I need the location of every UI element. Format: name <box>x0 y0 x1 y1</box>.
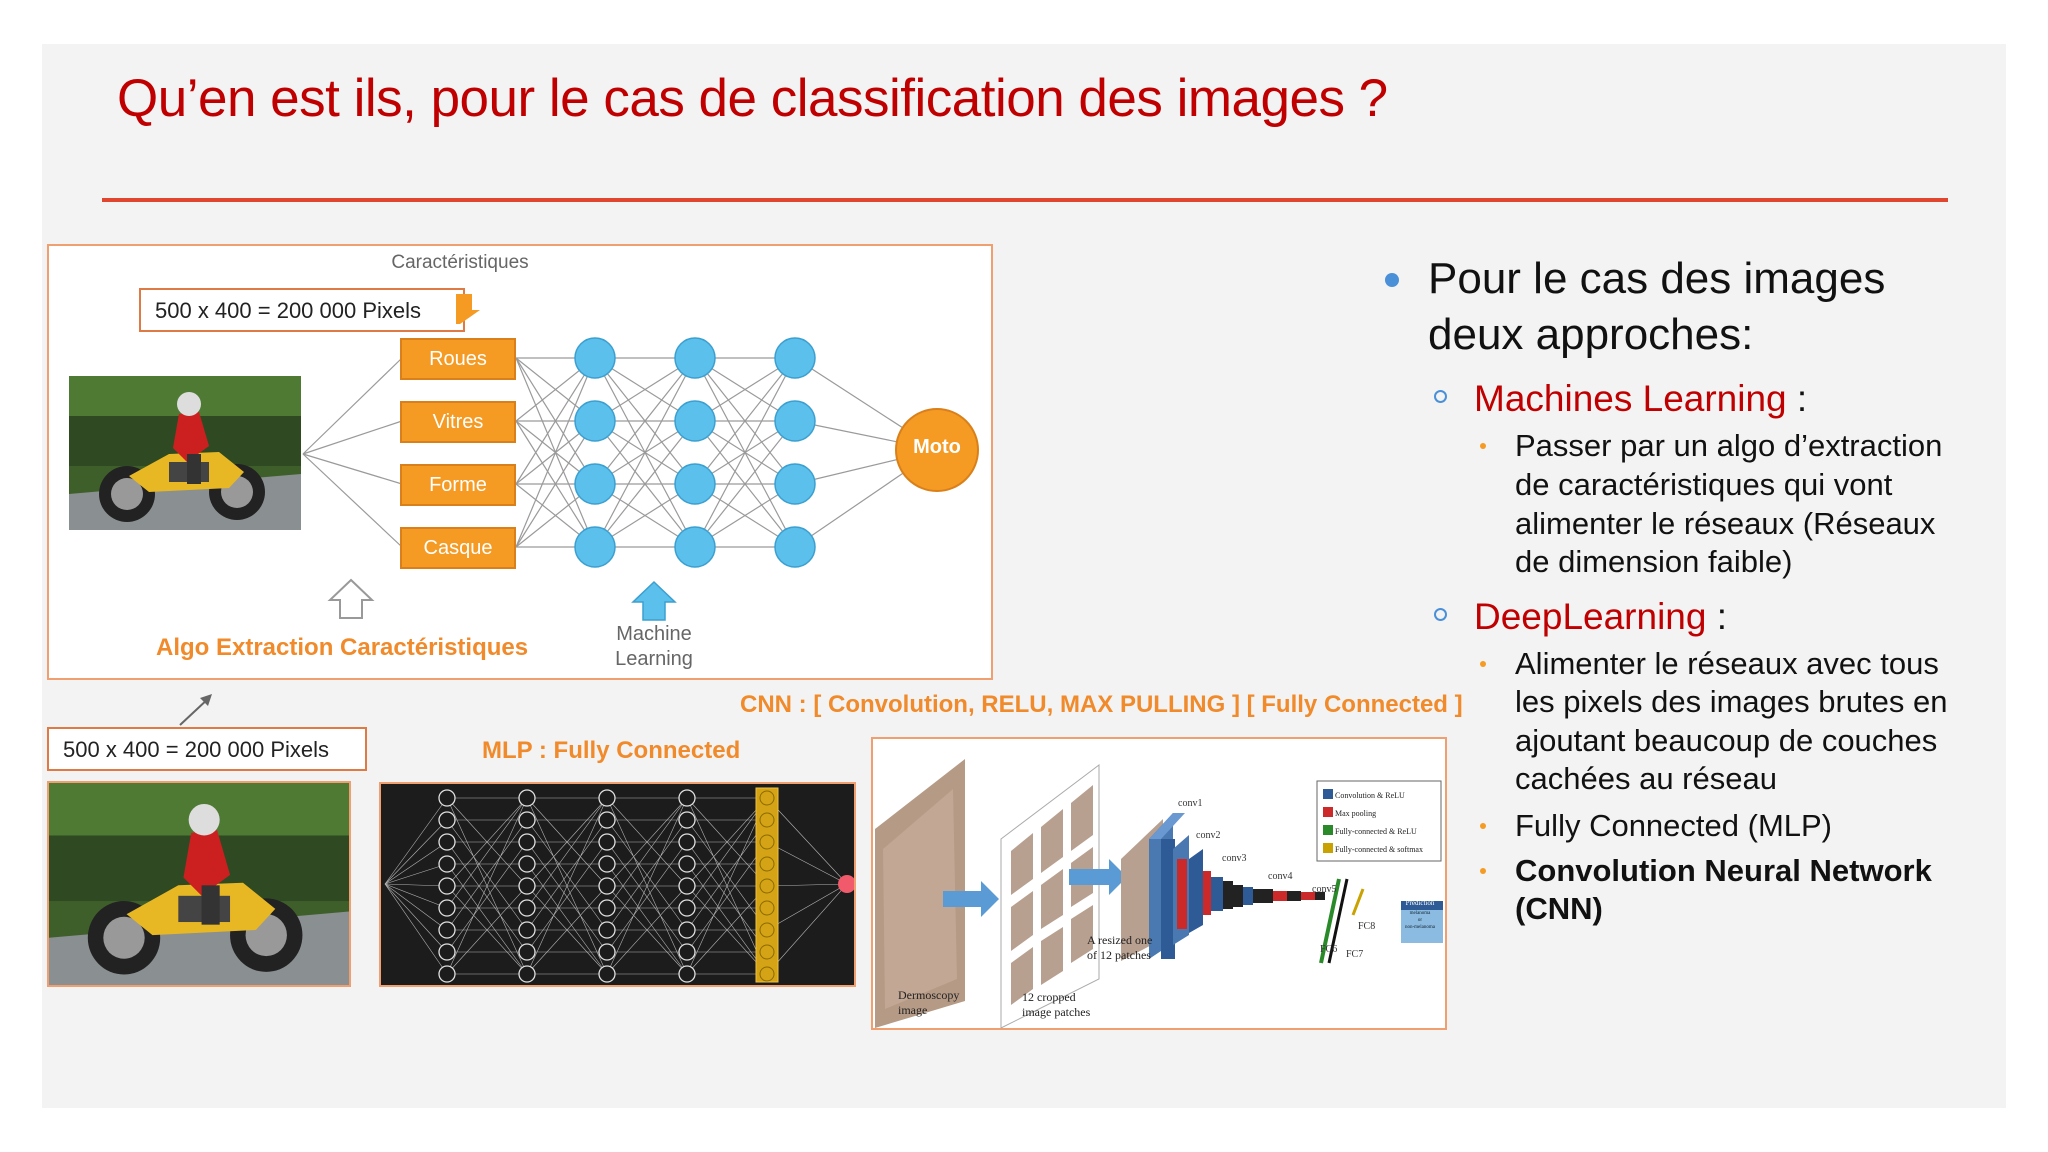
ml-title-line: Machines Learning : <box>1474 376 1807 422</box>
pixels-label-bottom: 500 x 400 = 200 000 Pixels <box>47 727 367 771</box>
item-cnn-line1: Convolution Neural Network <box>1515 853 1932 888</box>
neuron <box>774 526 816 568</box>
up-arrow-blue-icon <box>631 580 677 621</box>
item-cnn-line2: (CNN) <box>1515 891 1603 926</box>
ml-title: Machines Learning <box>1474 378 1787 419</box>
slide-title: Qu’en est ils, pour le cas de classifica… <box>117 69 1388 128</box>
prediction-title: Prediction <box>1405 899 1435 907</box>
bullet-level1-icon <box>1385 273 1399 287</box>
cropped-line1: 12 cropped <box>1022 990 1076 1004</box>
dl-colon: : <box>1706 596 1728 637</box>
item-mlp: Fully Connected (MLP) <box>1515 808 1833 843</box>
prediction-line1: melanoma <box>1409 911 1431 916</box>
ml-desc-2: de caractéristiques qui vont <box>1515 467 1893 502</box>
layer-conv4: conv4 <box>1268 871 1293 882</box>
feature-vitres: Vitres <box>400 401 516 443</box>
ml-desc-3: alimenter le réseaux (Réseaux <box>1515 506 1936 541</box>
motorcycle-photo-bottom <box>47 781 351 987</box>
neuron <box>574 400 616 442</box>
dl-title: DeepLearning <box>1474 596 1707 637</box>
neuron <box>674 526 716 568</box>
feature-roues: Roues <box>400 338 516 380</box>
layer-fc8: FC8 <box>1358 921 1376 932</box>
dl-title-line: DeepLearning : <box>1474 594 1727 640</box>
feature-forme: Forme <box>400 464 516 506</box>
prediction-output: melanoma or non-melanoma <box>1399 910 1441 931</box>
legend-max-pooling: Max pooling <box>1335 809 1377 818</box>
neuron <box>574 337 616 379</box>
neuron <box>774 400 816 442</box>
layer-conv5: conv5 <box>1312 884 1337 895</box>
layer-conv3: conv3 <box>1222 853 1247 864</box>
neuron <box>774 337 816 379</box>
motorcycle-photo <box>69 376 301 530</box>
dl-desc-1: Alimenter le réseaux avec tous <box>1515 646 1939 681</box>
dermoscopy-line1: Dermoscopy <box>898 988 960 1002</box>
heading-line2: deux approches: <box>1428 310 1754 359</box>
cnn-diagram <box>871 737 1447 1030</box>
heading-line1: Pour le cas des images <box>1428 254 1886 303</box>
extraction-label: Algo Extraction Caractéristiques <box>156 634 529 661</box>
dermoscopy-line2: image <box>898 1003 928 1017</box>
dl-desc-4: cachées au réseau <box>1515 761 1777 796</box>
resized-line1: A resized one <box>1087 933 1153 947</box>
bullet-level3-icon <box>1480 661 1486 667</box>
machine-learning-label: Machine Learning <box>596 622 712 672</box>
bullet-level3-icon <box>1480 868 1486 874</box>
neuron <box>574 526 616 568</box>
neuron <box>574 463 616 505</box>
cropped-caption: 12 cropped image patches <box>1022 990 1090 1020</box>
layer-conv1: conv1 <box>1178 798 1203 809</box>
ml-desc-4: de dimension faible) <box>1515 544 1793 579</box>
dl-desc-2: les pixels des images brutes en <box>1515 684 1948 719</box>
dl-desc-3: ajoutant beaucoup de couches <box>1515 723 1938 758</box>
mlp-label: MLP : Fully Connected <box>482 737 741 764</box>
mlp-diagram <box>379 782 856 987</box>
output-neuron <box>895 408 979 492</box>
legend-conv-relu: Convolution & ReLU <box>1335 791 1405 800</box>
neuron <box>774 463 816 505</box>
layer-fc6: FC6 <box>1320 944 1338 955</box>
layer-fc7: FC7 <box>1346 949 1364 960</box>
cropped-line2: image patches <box>1022 1005 1091 1019</box>
up-arrow-hollow-icon <box>327 578 375 619</box>
layer-conv2: conv2 <box>1196 830 1221 841</box>
features-label: Caractéristiques <box>391 252 529 273</box>
bullet-level3-icon <box>1480 443 1486 449</box>
cnn-label: CNN : [ Convolution, RELU, MAX PULLING ]… <box>740 691 1463 718</box>
machine-learning-line1: Machine <box>616 623 692 645</box>
legend-fc-relu: Fully-connected & ReLU <box>1335 827 1417 836</box>
title-underline <box>102 198 1948 202</box>
machine-learning-line2: Learning <box>615 648 693 670</box>
cnn-legend: Convolution & ReLU Max pooling Fully-con… <box>1335 787 1423 859</box>
prediction-line3: non-melanoma <box>1405 925 1435 930</box>
dermoscopy-caption: Dermoscopy image <box>898 988 959 1018</box>
bullet-level2-icon <box>1434 390 1447 403</box>
neuron <box>674 337 716 379</box>
resized-line2: of 12 patches <box>1087 948 1151 962</box>
bullet-level2-icon <box>1434 608 1447 621</box>
pixels-label-top: 500 x 400 = 200 000 Pixels <box>139 288 465 332</box>
resized-caption: A resized one of 12 patches <box>1087 933 1152 963</box>
prediction-line2: or <box>1417 918 1423 923</box>
ml-colon: : <box>1786 378 1808 419</box>
ml-desc-1: Passer par un algo d’extraction <box>1515 428 1943 463</box>
feature-casque: Casque <box>400 527 516 569</box>
neuron <box>674 400 716 442</box>
callout-arrow-icon <box>456 294 480 324</box>
legend-fc-softmax: Fully-connected & softmax <box>1335 845 1423 854</box>
output-label: Moto <box>913 436 961 458</box>
neuron <box>674 463 716 505</box>
bullet-level3-icon <box>1480 823 1486 829</box>
